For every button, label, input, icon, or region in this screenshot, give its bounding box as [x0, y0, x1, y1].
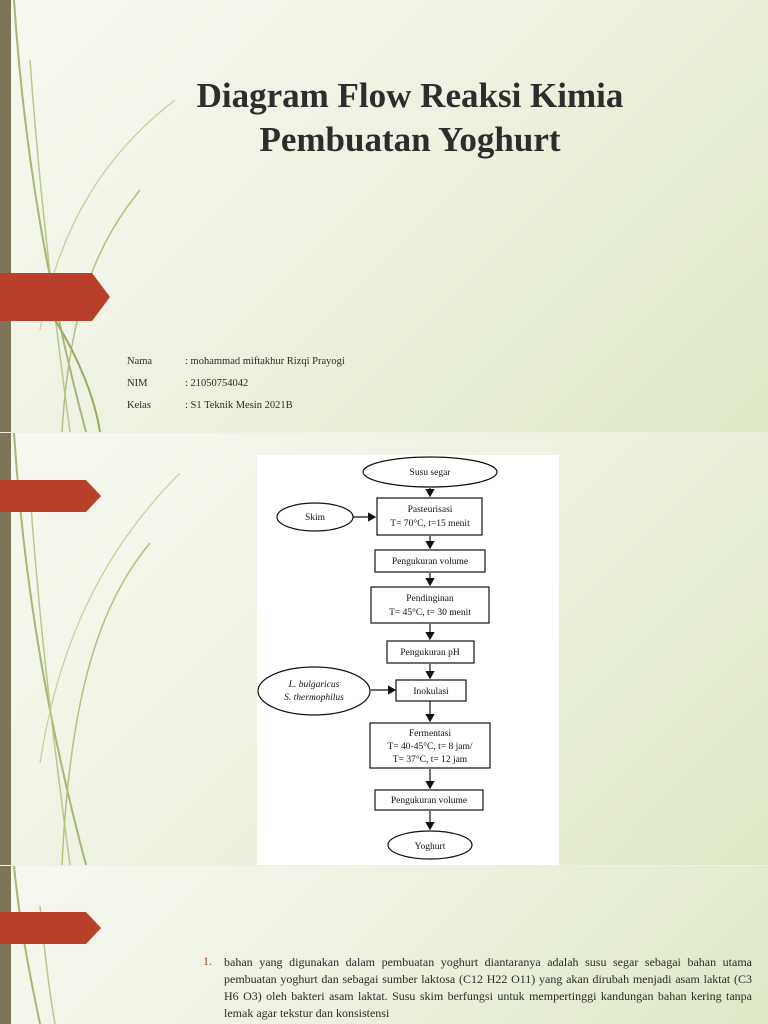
node-susu-segar: Susu segar: [410, 468, 452, 478]
node-skim: Skim: [305, 513, 326, 523]
node-inokulasi: Inokulasi: [413, 687, 449, 697]
flowchart-diagram: Susu segar Skim Pasteurisasi T= 70°C, t=…: [257, 455, 559, 865]
info-row-nama: Nama : mohammad miftakhur Rizqi Prayogi: [127, 350, 345, 372]
accent-tab-icon: [0, 912, 101, 944]
info-label: Nama: [127, 355, 153, 367]
student-info: Nama : mohammad miftakhur Rizqi Prayogi …: [127, 350, 345, 416]
node-pengukuran-ph: Pengukuran pH: [400, 648, 460, 658]
accent-tab-icon: [0, 273, 110, 321]
list-item-text: bahan yang digunakan dalam pembuatan yog…: [224, 955, 752, 1020]
node-yoghurt: Yoghurt: [415, 842, 446, 852]
info-row-kelas: Kelas : S1 Teknik Mesin 2021B: [127, 394, 345, 416]
left-bar: [0, 433, 11, 865]
title-line-2: Pembuatan Yoghurt: [259, 120, 561, 159]
node-fermentasi: Fermentasi: [409, 729, 452, 739]
info-label: NIM: [127, 377, 148, 389]
accent-tab-icon: [0, 480, 101, 512]
text-slide: 1. bahan yang digunakan dalam pembuatan …: [0, 866, 768, 1024]
node-pendinginan-cond: T= 45°C, t= 30 menit: [389, 607, 471, 618]
node-fermentasi-cond-1: T= 40-45°C, t= 8 jam/: [388, 741, 473, 752]
node-pengukuran-volume-1: Pengukuran volume: [392, 557, 468, 567]
info-label: Kelas: [127, 399, 151, 411]
node-pasteurisasi-cond: T= 70°C, t=15 menit: [390, 518, 470, 529]
left-bar: [0, 0, 11, 432]
page-title: Diagram Flow Reaksi Kimia Pembuatan Yogh…: [110, 74, 710, 162]
info-value: : 21050754042: [185, 377, 249, 389]
info-value: : S1 Teknik Mesin 2021B: [185, 399, 293, 411]
node-pendinginan: Pendinginan: [406, 594, 454, 604]
node-pasteurisasi: Pasteurisasi: [408, 505, 453, 515]
info-row-nim: NIM : 21050754042: [127, 372, 345, 394]
node-fermentasi-cond-2: T= 37°C, t= 12 jam: [393, 754, 468, 765]
info-value: : mohammad miftakhur Rizqi Prayogi: [185, 355, 345, 367]
flowchart-slide: Susu segar Skim Pasteurisasi T= 70°C, t=…: [0, 433, 768, 865]
title-line-1: Diagram Flow Reaksi Kimia: [196, 76, 624, 115]
node-culture-2: S. thermophilus: [284, 693, 344, 703]
left-bar: [0, 866, 11, 1024]
node-pengukuran-volume-2: Pengukuran volume: [391, 796, 467, 806]
title-slide: Diagram Flow Reaksi Kimia Pembuatan Yogh…: [0, 0, 768, 432]
node-culture-1: L. bulgaricus: [288, 680, 340, 690]
leaf-decoration-icon: [13, 866, 56, 1024]
list-number: 1.: [203, 954, 212, 968]
